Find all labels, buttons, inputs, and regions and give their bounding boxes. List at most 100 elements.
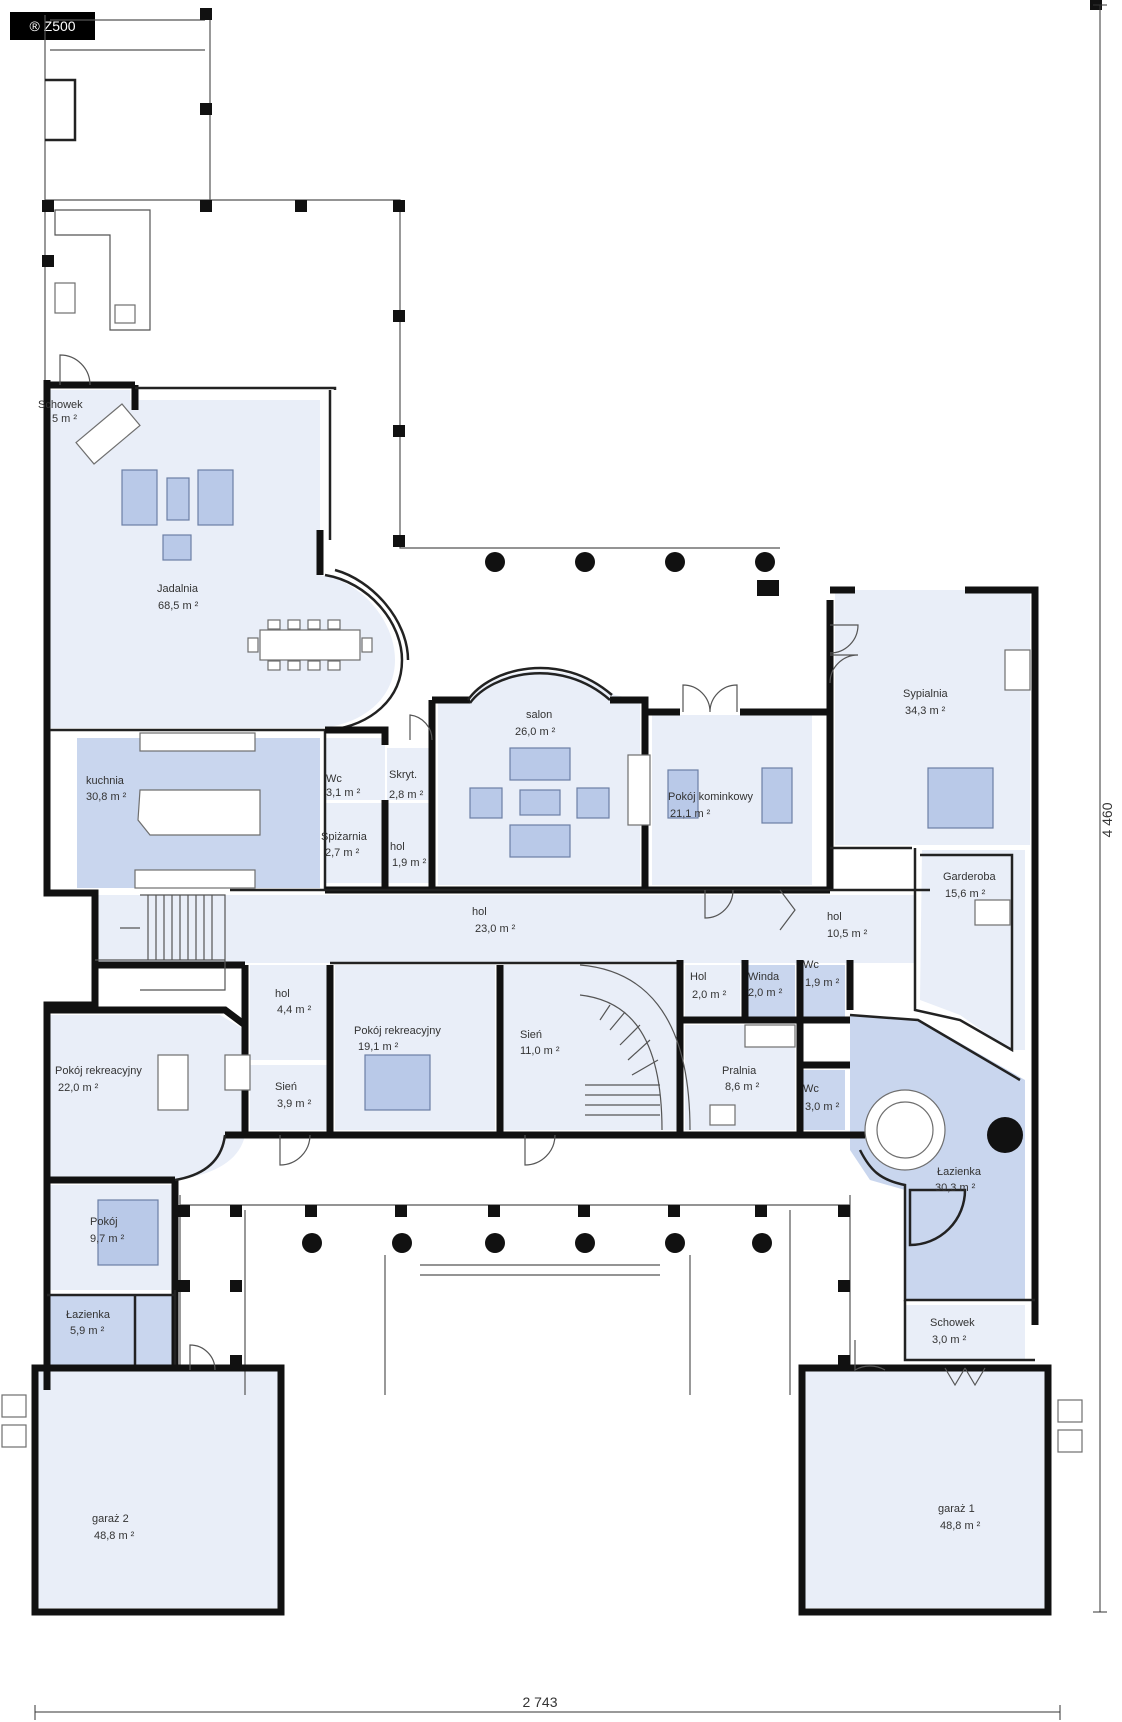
brand-logo: ® Z500 [10, 12, 95, 40]
kitchen-counter [139, 732, 256, 752]
area-spizarnia: 2,7 m ² [325, 847, 360, 859]
jacuzzi-inner [876, 1101, 934, 1159]
area-garaz2: 48,8 m ² [94, 1530, 135, 1542]
label-wc3: Wc [803, 1083, 819, 1095]
door [944, 1367, 986, 1387]
stairs [95, 894, 691, 1131]
label-pralnia: Pralnia [722, 1065, 757, 1077]
area-jadalnia: 68,5 m ² [158, 600, 199, 612]
column [665, 1233, 685, 1253]
label-lazienka2: Łazienka [66, 1309, 111, 1321]
label-hol-main: hol [472, 906, 487, 918]
area-pokoj-rek2: 22,0 m ² [58, 1082, 99, 1094]
column [757, 580, 779, 596]
wall-kitchen-left [43, 889, 99, 1390]
column [488, 1205, 500, 1217]
kitchenette [157, 1054, 189, 1111]
area-pokoj-rek1: 19,1 m ² [358, 1041, 399, 1053]
area-pralnia: 8,6 m ² [725, 1081, 760, 1093]
fill-sien2 [250, 1065, 330, 1130]
bed [97, 1199, 159, 1266]
wall-hall-lines [230, 888, 930, 965]
dimension-height [1093, 4, 1107, 1613]
column [42, 200, 54, 212]
dimension-width-label: 2 743 [522, 1694, 557, 1710]
wall-dining-top [135, 386, 337, 540]
area-lazienka2: 5,9 m ² [70, 1325, 105, 1337]
column [200, 200, 212, 212]
fill-wc1 [325, 738, 385, 800]
label-wc1: Wc [326, 773, 342, 785]
column [575, 1233, 595, 1253]
fill-garaz2 [38, 1370, 278, 1608]
wall-sypialnia-inner [830, 846, 1014, 1053]
area-garderoba: 15,6 m ² [945, 888, 986, 900]
outdoor-fireplace [45, 78, 77, 142]
label-pokoj-kominkowy: Pokój kominkowy [668, 791, 753, 803]
chair [327, 619, 341, 630]
column [668, 1205, 680, 1217]
label-schowek2: Schowek [930, 1317, 975, 1329]
column [838, 1205, 850, 1217]
column [393, 535, 405, 547]
wall-hall-bottom [95, 961, 504, 1135]
dining-table [259, 629, 361, 661]
fireplace-salon [627, 754, 651, 826]
area-schowek2: 3,0 m ² [932, 1334, 967, 1346]
fill-hol1 [387, 803, 432, 883]
door [854, 1340, 886, 1372]
wall-garaz1 [798, 1364, 1052, 1616]
door [829, 654, 859, 684]
area-schowek1: 5 m ² [52, 413, 77, 425]
wardrobe-shelf [974, 899, 1011, 926]
door [524, 1134, 556, 1166]
fill-spizarnia [325, 803, 385, 883]
room-labels: Schowek 5 m ² Jadalnia 68,5 m ² kuchnia … [38, 399, 996, 1542]
column [485, 552, 505, 572]
desk [1004, 649, 1031, 691]
bed [364, 1054, 431, 1111]
door [409, 714, 433, 741]
ac-unit [1057, 1399, 1083, 1423]
column [485, 1233, 505, 1253]
column [42, 255, 54, 267]
chair [327, 660, 341, 671]
fireplace-jadalnia [75, 403, 141, 465]
wall-lazienka-curve [849, 1013, 1035, 1302]
area-sien1: 11,0 m ² [520, 1045, 560, 1057]
area-sien2: 3,9 m ² [277, 1098, 312, 1110]
sofa [667, 769, 699, 819]
door [704, 889, 734, 919]
label-sien2: Sień [275, 1081, 297, 1093]
area-winda: 2,0 m ² [748, 987, 783, 999]
area-kuchnia: 30,8 m ² [86, 791, 127, 803]
stove [224, 1054, 251, 1091]
area-hol-main: 23,0 m ² [475, 923, 516, 935]
door [189, 1344, 216, 1371]
sofa [121, 469, 158, 526]
column [392, 1233, 412, 1253]
dimension-lines: 2 743 4 460 [34, 4, 1115, 1720]
label-pokoj-rek2: Pokój rekreacyjny [55, 1065, 142, 1077]
area-salon: 26,0 m ² [515, 726, 556, 738]
washer [744, 1024, 796, 1048]
label-sypialnia: Sypialnia [903, 688, 949, 700]
fill-wc2 [800, 965, 845, 1020]
door [829, 624, 859, 654]
column [838, 1280, 850, 1292]
label-kuchnia: kuchnia [86, 775, 125, 787]
area-wc2: 1,9 m ² [805, 977, 840, 989]
wall-sypialnia [826, 586, 1039, 1325]
wall-kitchen-top [50, 728, 327, 890]
wall-salon-bay [466, 666, 613, 704]
dimension-width [34, 1705, 1061, 1720]
chair [247, 637, 259, 653]
kitchen-counter-bottom [134, 869, 256, 889]
label-salon: salon [526, 709, 552, 721]
label-spizarnia: Spiżarnia [321, 831, 368, 843]
fill-lazienka2 [50, 1295, 172, 1365]
chair [307, 660, 321, 671]
area-pokoj: 9,7 m ² [90, 1233, 125, 1245]
area-skryt: 2,8 m ² [389, 789, 424, 801]
area-hol3: 4,4 m ² [277, 1004, 312, 1016]
